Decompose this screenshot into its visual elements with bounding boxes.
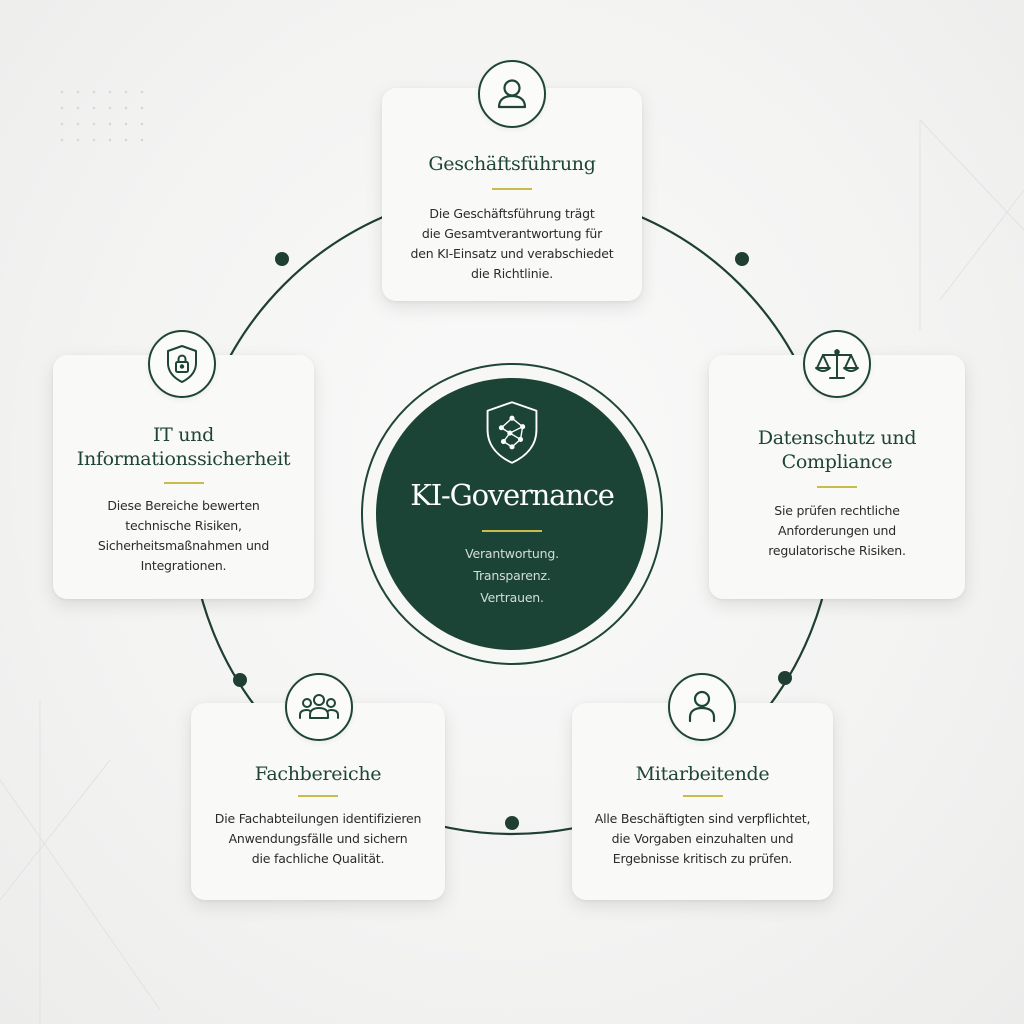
card-text-line: Ergebnisse kritisch zu prüfen.	[612, 851, 793, 866]
card-title: IT und	[152, 424, 215, 446]
ring-node	[505, 816, 519, 830]
ring-node	[233, 673, 247, 687]
ring-node	[275, 252, 289, 266]
card-title: Mitarbeitende	[635, 763, 770, 785]
center-tagline: Vertrauen.	[480, 590, 544, 605]
card-title: Fachbereiche	[254, 763, 382, 785]
title-underline	[682, 795, 723, 797]
person-outline-icon	[668, 673, 736, 741]
card-text-line: Diese Bereiche bewerten	[107, 498, 260, 513]
card-text-line: die Gesamtverantwortung für	[421, 226, 603, 241]
center-tagline: Verantwortung.	[465, 546, 559, 561]
card-text-line: technische Risiken,	[125, 518, 242, 533]
card-text-line: Sie prüfen rechtliche	[774, 503, 900, 518]
title-underline	[298, 795, 338, 797]
card-text-line: Anwendungsfälle und sichern	[228, 831, 408, 846]
center-tagline: Transparenz.	[473, 568, 551, 583]
card-text-line: Die Fachabteilungen identifizieren	[214, 811, 422, 826]
center-title: KI-Governance	[410, 478, 615, 512]
title-underline	[817, 486, 857, 488]
title-underline	[492, 188, 532, 190]
ring-node	[778, 671, 792, 685]
card-text-line: Alle Beschäftigten sind verpflichtet,	[594, 811, 811, 826]
card-text-line: Sicherheitsmaßnahmen und	[97, 538, 270, 553]
card-text-line: die Richtlinie.	[471, 266, 553, 281]
card-text-line: die fachliche Qualität.	[251, 851, 385, 866]
card-title: Geschäftsführung	[428, 153, 596, 175]
card-text-line: Die Geschäftsführung trägt	[429, 206, 595, 221]
card-title: Compliance	[781, 451, 893, 473]
scales-icon	[803, 330, 871, 398]
center-title-underline	[482, 530, 542, 532]
card-text-line: Integrationen.	[140, 558, 227, 573]
title-underline	[163, 482, 204, 484]
shield-lock-icon	[148, 330, 216, 398]
card-text-line: Anforderungen und	[778, 523, 896, 538]
group-icon	[285, 673, 353, 741]
shield-network-icon	[486, 401, 538, 464]
card-title: Informationssicherheit	[76, 448, 291, 470]
person-icon	[478, 60, 546, 128]
card-text-line: den KI-Einsatz und verabschiedet	[410, 246, 614, 261]
card-text-line: die Vorgaben einzuhalten und	[611, 831, 794, 846]
center-circle	[376, 378, 648, 650]
card-text-line: regulatorische Risiken.	[768, 543, 906, 558]
card-title: Datenschutz und	[757, 427, 917, 449]
ring-node	[735, 252, 749, 266]
